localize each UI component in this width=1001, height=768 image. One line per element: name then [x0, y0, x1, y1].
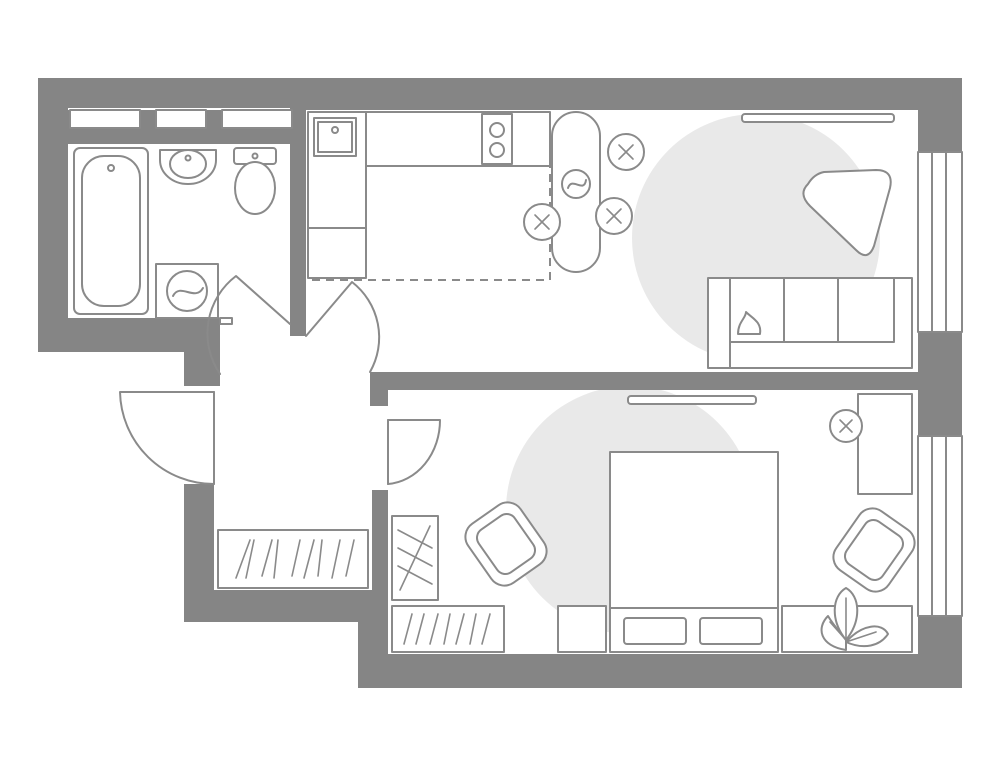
- wardrobe-icon: [217, 529, 369, 589]
- wardrobe-icon: [391, 605, 505, 653]
- wardrobe-icon: [391, 515, 439, 601]
- desk-icon: [857, 393, 913, 495]
- armchair-icon: [832, 507, 916, 593]
- chair-icon: [607, 133, 645, 171]
- bathtub-icon: [73, 147, 149, 315]
- door-icon: [206, 275, 291, 375]
- coffee-table-icon: [802, 169, 892, 257]
- shelf: [69, 109, 141, 129]
- window-icon: [917, 151, 963, 333]
- dining-table-icon: [551, 111, 601, 273]
- toilet-icon: [233, 147, 277, 215]
- windows: [917, 151, 963, 617]
- chair-icon: [829, 409, 863, 443]
- cooktop-icon: [481, 113, 513, 165]
- bedroom: [391, 393, 916, 653]
- shelf: [221, 109, 293, 129]
- kitchen-zone-line: [312, 166, 551, 281]
- door-icon: [305, 281, 381, 373]
- tv-icon: [627, 395, 757, 405]
- chair-icon: [523, 203, 561, 241]
- chair-icon: [595, 197, 633, 235]
- bathroom: [69, 109, 293, 325]
- door-icon: [119, 391, 215, 485]
- shelf: [155, 109, 207, 129]
- window-icon: [917, 435, 963, 617]
- armchair-icon: [464, 501, 548, 587]
- sofa-icon: [707, 277, 913, 369]
- door-icon: [387, 419, 442, 485]
- kitchen-living: [307, 111, 913, 369]
- walls: [38, 78, 962, 688]
- kitchen-sink-icon: [313, 117, 357, 157]
- bathroom-door: [219, 317, 233, 325]
- tv-icon: [741, 113, 895, 123]
- plant-icon: [820, 587, 889, 651]
- washbasin-icon: [159, 149, 217, 185]
- kitchen-counter: [307, 111, 551, 279]
- nightstand: [557, 605, 607, 653]
- washing-machine-icon: [155, 263, 219, 319]
- double-bed-icon: [609, 451, 779, 653]
- hallway: [119, 275, 442, 589]
